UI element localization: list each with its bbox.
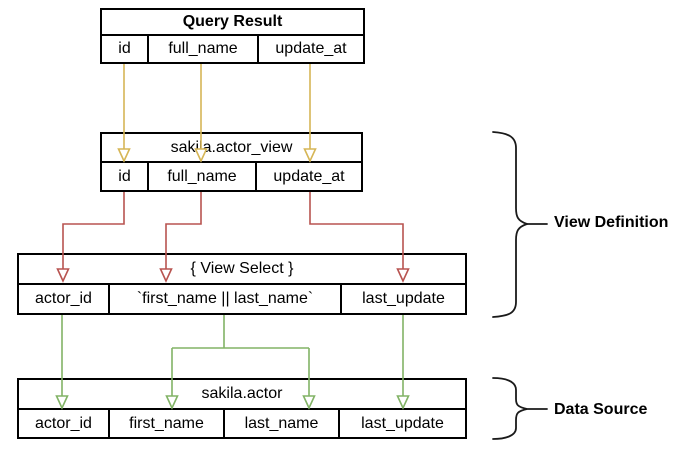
- column-first-name: first_name: [108, 410, 223, 437]
- column-full-name: full_name: [147, 163, 255, 190]
- table-actor-view-columns: id full_name update_at: [102, 163, 361, 190]
- data-source-brace: [492, 377, 548, 440]
- column-update-at: update_at: [257, 36, 363, 62]
- column-last-update: last_update: [340, 285, 465, 313]
- column-update-at: update_at: [255, 163, 361, 190]
- column-full-name: full_name: [147, 36, 257, 62]
- table-view-select-title: { View Select }: [19, 255, 465, 285]
- data-source-label: Data Source: [554, 401, 648, 418]
- table-query-result: Query Result id full_name update_at: [100, 8, 365, 64]
- table-actor-view: sakila.actor_view id full_name update_at: [100, 132, 363, 192]
- column-concat-expression: `first_name || last_name`: [108, 285, 340, 313]
- table-query-result-columns: id full_name update_at: [102, 36, 363, 62]
- column-id: id: [118, 167, 131, 185]
- view-definition-label: View Definition: [554, 214, 669, 231]
- table-actor-title: sakila.actor: [19, 380, 465, 410]
- view-definition-brace: [492, 131, 548, 318]
- column-actor-id: actor_id: [35, 414, 92, 432]
- table-actor-view-title: sakila.actor_view: [102, 134, 361, 163]
- column-id: id: [118, 40, 131, 57]
- table-actor-columns: actor_id first_name last_name last_updat…: [19, 410, 465, 437]
- table-view-select-columns: actor_id `first_name || last_name` last_…: [19, 285, 465, 313]
- table-actor: sakila.actor actor_id first_name last_na…: [17, 378, 467, 439]
- table-view-select: { View Select } actor_id `first_name || …: [17, 253, 467, 315]
- table-query-result-title: Query Result: [102, 10, 363, 36]
- column-actor-id: actor_id: [35, 290, 92, 307]
- column-last-update: last_update: [338, 410, 465, 437]
- column-last-name: last_name: [223, 410, 338, 437]
